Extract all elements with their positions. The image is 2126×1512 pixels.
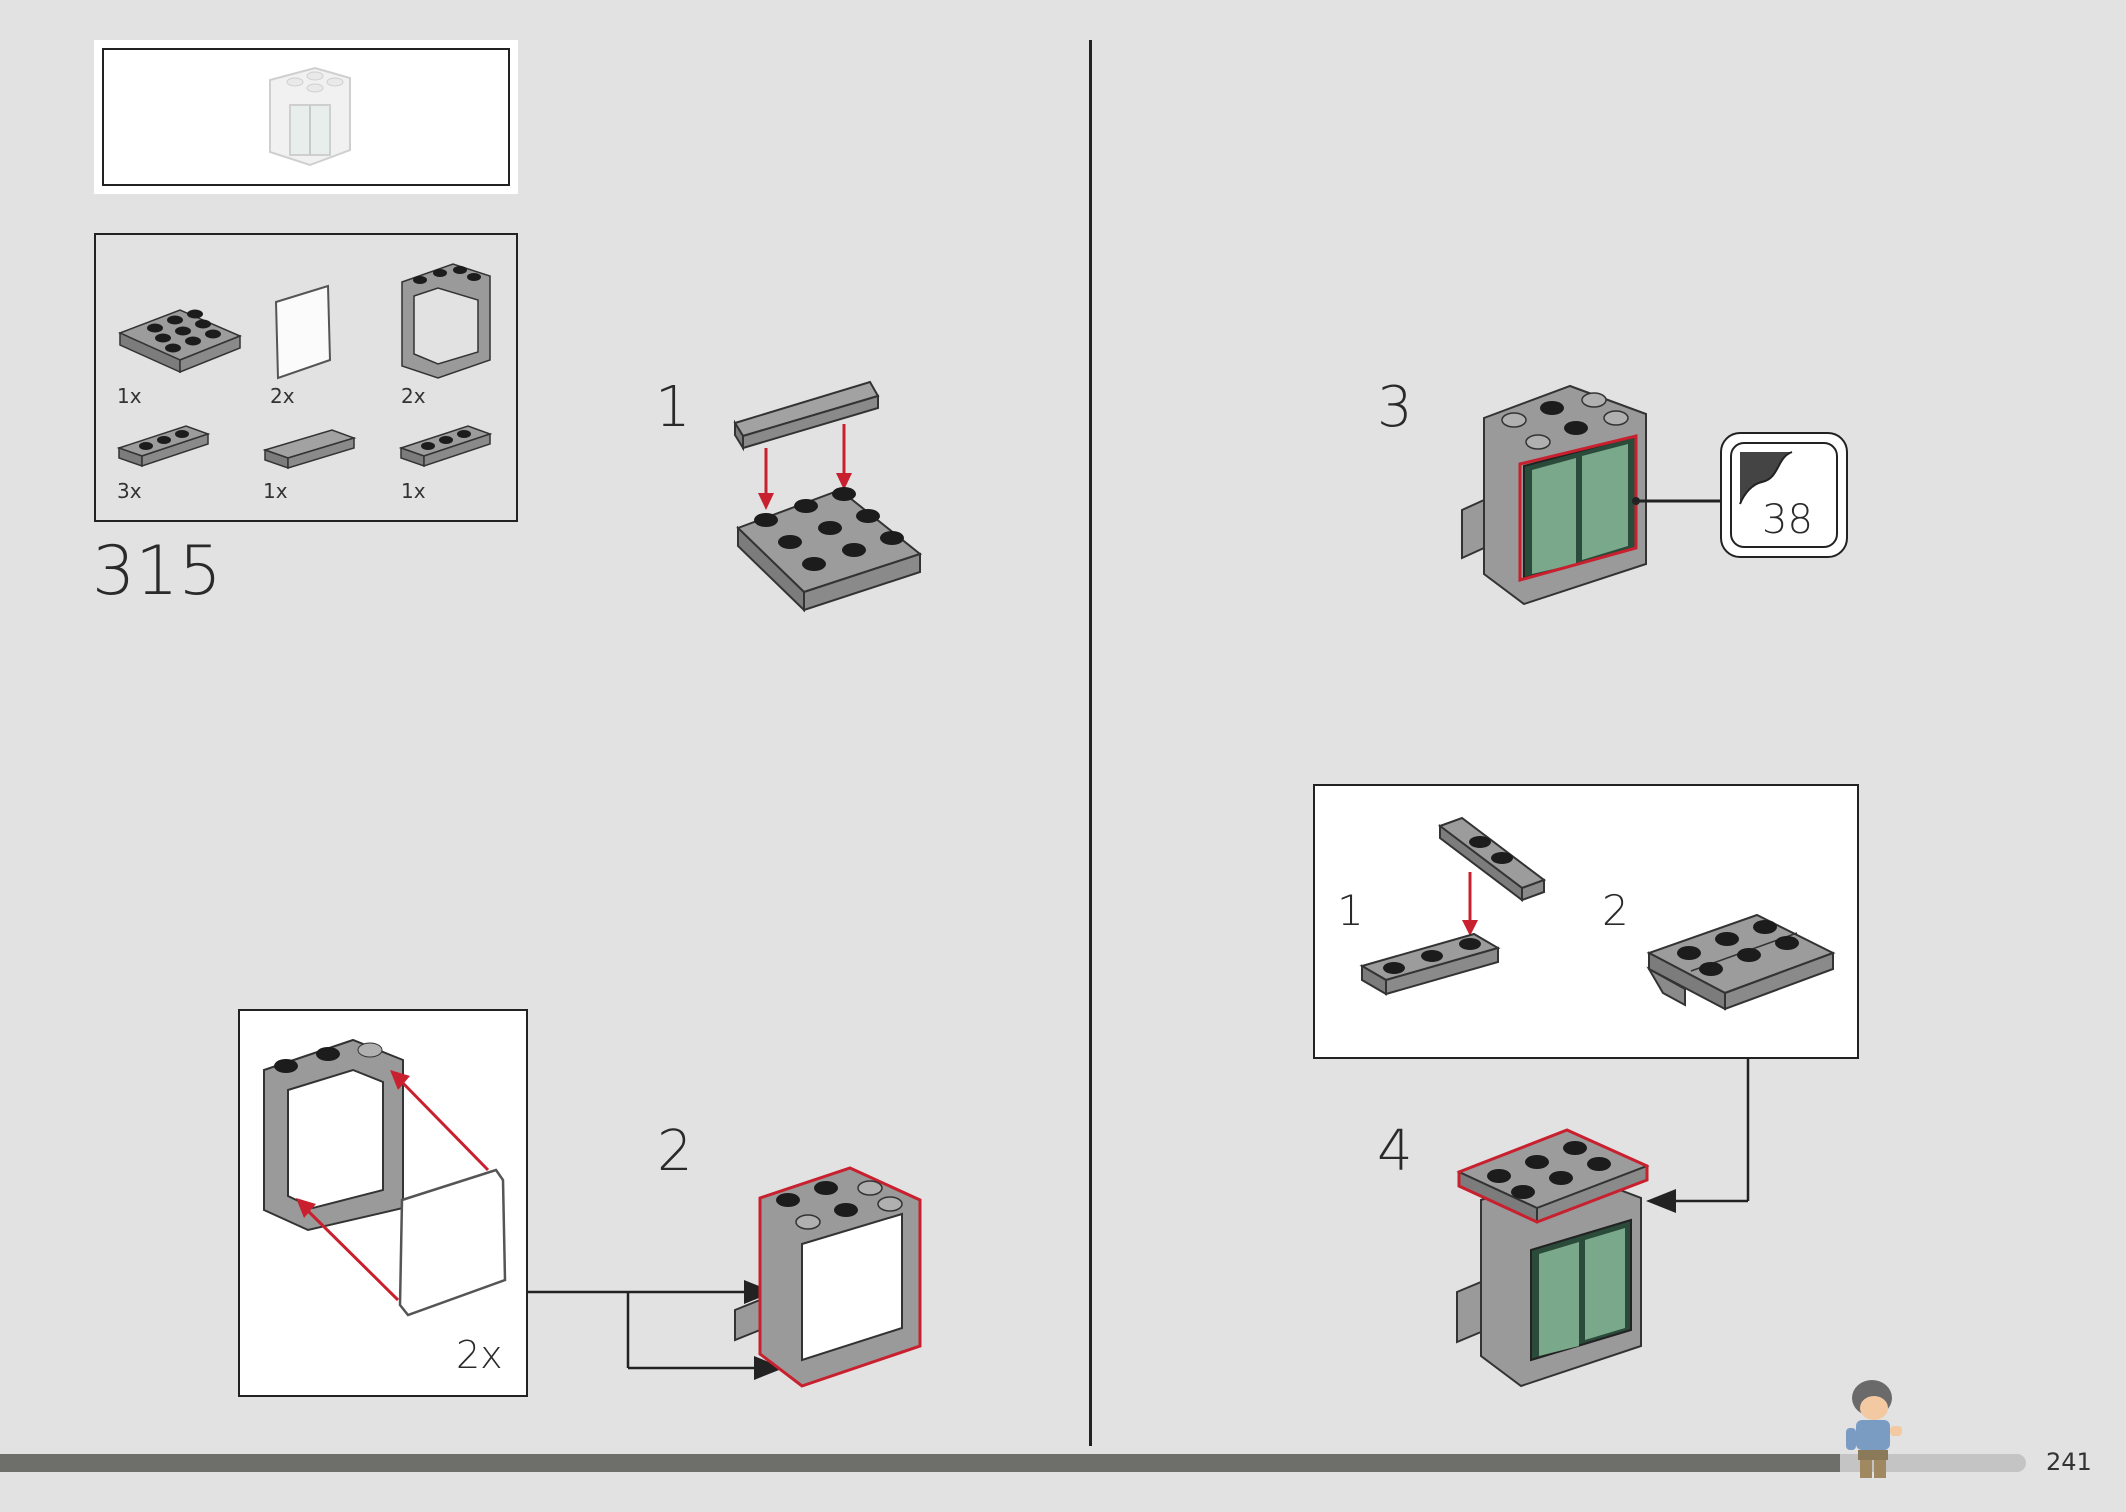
preview-window-ghost bbox=[269, 66, 351, 167]
substep-number: 1 bbox=[1337, 886, 1364, 935]
step-2-assembly bbox=[734, 1166, 922, 1388]
step-number: 2 bbox=[657, 1119, 693, 1184]
minifigure-progress-icon bbox=[1846, 1380, 1902, 1478]
sticker-peel-icon bbox=[1739, 451, 1793, 505]
substep-2-assembly bbox=[1646, 913, 1836, 1011]
assembly-preview-box bbox=[94, 40, 518, 194]
part-window-glass-icon bbox=[274, 284, 332, 380]
substep-number: 2 bbox=[1602, 886, 1629, 935]
sticker-badge: 38 bbox=[1720, 432, 1848, 558]
step-2-callout-qty: 2x bbox=[456, 1333, 503, 1377]
page-number: 241 bbox=[2046, 1448, 2092, 1476]
part-qty: 3x bbox=[117, 479, 142, 503]
step-number: 3 bbox=[1377, 375, 1413, 440]
step-4-connector-arrow bbox=[1646, 1059, 1750, 1213]
part-qty: 1x bbox=[117, 384, 142, 408]
step-1-assembly bbox=[733, 380, 923, 613]
part-plate-1x3-icon bbox=[398, 425, 493, 468]
sticker-number: 38 bbox=[1762, 497, 1813, 543]
page-divider bbox=[1089, 40, 1092, 1446]
sticker-connector bbox=[1632, 497, 1722, 505]
substep-1-assembly bbox=[1359, 816, 1547, 996]
step-number: 1 bbox=[655, 375, 691, 440]
part-qty: 1x bbox=[401, 479, 426, 503]
part-tile-1x3-icon bbox=[262, 429, 357, 470]
part-window-frame-icon bbox=[401, 263, 491, 379]
part-qty: 1x bbox=[263, 479, 288, 503]
main-step-number: 315 bbox=[92, 532, 222, 611]
part-plate-1x3-icon bbox=[116, 425, 211, 468]
step-number: 4 bbox=[1377, 1119, 1413, 1184]
step-4-assembly bbox=[1456, 1128, 1650, 1388]
part-qty: 2x bbox=[270, 384, 295, 408]
progress-bar-fill bbox=[0, 1454, 1840, 1472]
step-2-callout-assembly bbox=[263, 1038, 507, 1317]
part-qty: 2x bbox=[401, 384, 426, 408]
part-plate-3x3-icon bbox=[118, 309, 242, 374]
step-3-assembly bbox=[1461, 384, 1647, 606]
